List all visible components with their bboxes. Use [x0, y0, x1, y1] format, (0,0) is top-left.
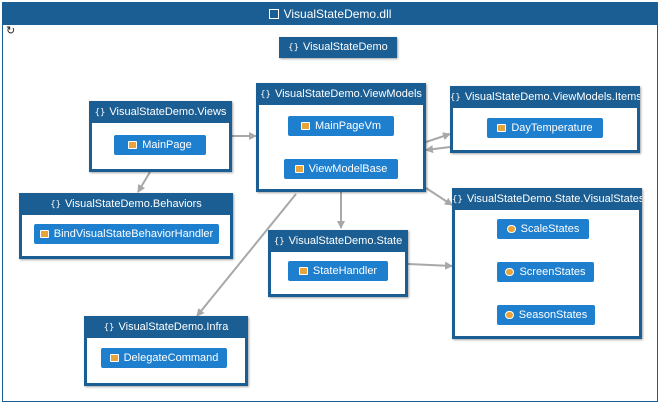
- namespace-title: {}VisualStateDemo.ViewModels: [260, 88, 422, 100]
- class-delegatecommand[interactable]: DelegateCommand: [101, 348, 227, 368]
- enum-icon: [504, 311, 514, 319]
- class-icon: [300, 122, 310, 130]
- namespace-icon: {}: [288, 43, 300, 53]
- enum-icon: [505, 268, 515, 276]
- namespace-icon: {}: [94, 108, 106, 118]
- class-icon: [294, 165, 304, 173]
- class-bindvisualstatebehaviorhandler[interactable]: BindVisualStateBehaviorHandler: [34, 224, 219, 244]
- assembly-icon: [268, 9, 279, 19]
- class-viewmodelbase[interactable]: ViewModelBase: [284, 159, 398, 179]
- namespace-icon: {}: [273, 237, 285, 247]
- edge-viewmodels-infra: [196, 193, 297, 317]
- namespace-icon: {}: [260, 90, 271, 100]
- edge-state-visualstates: [407, 261, 453, 270]
- namespace-viewmodels-items[interactable]: {}VisualStateDemo.ViewModels.Items DayTe…: [450, 86, 640, 153]
- class-icon: [109, 354, 119, 362]
- namespace-state-visualstates[interactable]: {}VisualStateDemo.State.VisualStates Sca…: [452, 188, 642, 339]
- refresh-icon[interactable]: ↻: [6, 25, 16, 37]
- namespace-title: {}VisualStateDemo.Infra: [103, 321, 229, 333]
- namespace-icon: {}: [50, 200, 62, 210]
- class-icon: [39, 230, 49, 238]
- namespace-icon: {}: [450, 93, 461, 103]
- enum-scalestates[interactable]: ScaleStates: [497, 219, 589, 239]
- namespace-title: {}VisualStateDemo.Behaviors: [50, 198, 202, 210]
- namespace-title: {}VisualStateDemo.State: [273, 235, 403, 247]
- class-mainpagevm[interactable]: MainPageVm: [288, 116, 394, 136]
- namespace-visualstatedemo[interactable]: {}VisualStateDemo: [279, 37, 397, 58]
- namespace-label: VisualStateDemo: [303, 41, 388, 53]
- namespace-viewmodels[interactable]: {}VisualStateDemo.ViewModels MainPageVm …: [256, 83, 426, 192]
- namespace-title: {}VisualStateDemo.ViewModels.Items: [450, 91, 640, 103]
- class-icon: [128, 141, 138, 149]
- namespace-icon: {}: [103, 323, 115, 333]
- namespace-title: {}VisualStateDemo.Views: [94, 106, 227, 118]
- class-daytemperature[interactable]: DayTemperature: [487, 118, 603, 138]
- edge-viewmodels-items: [425, 132, 451, 143]
- edge-viewmodels-visualstates: [425, 187, 453, 206]
- enum-screenstates[interactable]: ScreenStates: [497, 262, 594, 282]
- namespace-state[interactable]: {}VisualStateDemo.State StateHandler: [268, 230, 408, 297]
- enum-icon: [506, 225, 516, 233]
- edge-items-viewmodels: [425, 145, 451, 154]
- namespace-views[interactable]: {}VisualStateDemo.Views MainPage: [89, 101, 232, 172]
- namespace-behaviors[interactable]: {}VisualStateDemo.Behaviors BindVisualSt…: [19, 193, 233, 259]
- namespace-icon: {}: [452, 195, 463, 205]
- assembly-title-bar: VisualStateDemo.dll: [3, 3, 657, 25]
- class-icon: [298, 267, 308, 275]
- namespace-title: {}VisualStateDemo.State.VisualStates: [452, 193, 642, 205]
- assembly-title: VisualStateDemo.dll: [283, 7, 392, 21]
- namespace-infra[interactable]: {}VisualStateDemo.Infra DelegateCommand: [84, 316, 248, 386]
- enum-seasonstates[interactable]: SeasonStates: [497, 305, 595, 325]
- class-icon: [497, 124, 507, 132]
- class-statehandler[interactable]: StateHandler: [288, 261, 388, 281]
- edge-views-behaviors: [137, 171, 151, 193]
- class-mainpage[interactable]: MainPage: [114, 135, 206, 155]
